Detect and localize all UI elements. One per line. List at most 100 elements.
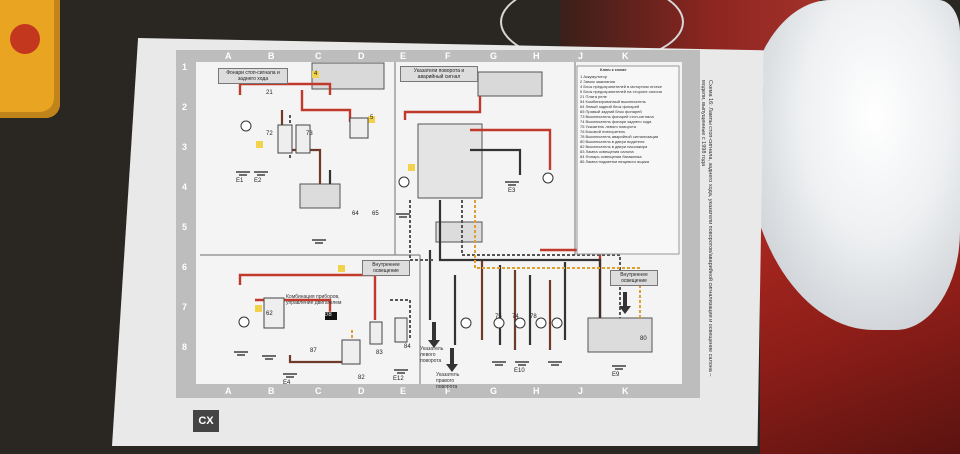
ground-label: E12 (393, 376, 404, 382)
component-label: 80 (640, 336, 647, 342)
row-label: 2 (182, 102, 188, 112)
fuse-tag (255, 305, 262, 312)
switch (295, 124, 311, 154)
wire-red (238, 82, 332, 95)
column-label: F (445, 51, 451, 61)
diagram-caption: Схема 16: Лампы стоп-сигнала, заднего хо… (700, 80, 713, 377)
relay-board (417, 123, 483, 199)
lamp (238, 316, 250, 328)
column-label: K (622, 51, 629, 61)
column-label: H (533, 51, 540, 61)
component-label: 87 (310, 348, 317, 354)
wire-red (403, 96, 482, 120)
wire-red (470, 128, 552, 170)
component-label: 75 (495, 314, 502, 320)
column-label: A (225, 386, 232, 396)
wire-red (300, 90, 352, 122)
row-label: 3 (182, 142, 188, 152)
column-label: D (358, 51, 365, 61)
column-label: J (578, 51, 584, 61)
legend-box (576, 65, 680, 255)
connector-block (435, 221, 483, 243)
row-label: 8 (182, 342, 188, 352)
panel-title-interior-right: Внутреннее освещение (610, 270, 658, 286)
ground-label: E2 (254, 178, 262, 184)
switch (277, 124, 293, 154)
wire-dashed (461, 200, 621, 318)
wire-dark (438, 200, 602, 318)
fuse-tag (312, 71, 319, 78)
row-label: 7 (182, 302, 188, 312)
column-label: E (400, 51, 407, 61)
row-label: 4 (182, 182, 188, 192)
lamp (398, 176, 410, 188)
ground-label: E1 (236, 178, 244, 184)
switch (394, 317, 408, 343)
panel-title-brake: Фонари стоп-сигнала и заднего хода (218, 68, 288, 84)
ground-label: E3 (508, 188, 516, 194)
note-right-turn: Указатель правого поворота (436, 372, 460, 390)
arrow-interior (619, 292, 631, 314)
component-label: 74 (512, 314, 519, 320)
row-label: 6 (182, 262, 188, 272)
wire-dashed (390, 299, 411, 340)
note-instrument: Комбинация приборов, управление двигател… (286, 294, 342, 306)
arrow-right-turn (446, 348, 458, 372)
column-label: C (315, 51, 322, 61)
fuse-tag (338, 265, 345, 272)
row-label: 1 (182, 62, 188, 72)
wire-brown (288, 340, 352, 364)
switch (369, 321, 383, 345)
column-label: B (268, 386, 275, 396)
column-label: J (578, 386, 584, 396)
panel-title-turn: Указатели поворота и аварийный сигнал (400, 66, 478, 82)
lamp (460, 317, 472, 329)
component-label: 62 (266, 311, 273, 317)
lamp (514, 317, 526, 329)
switch (341, 339, 361, 365)
component-label: 12/8 (320, 312, 332, 318)
lamp (493, 317, 505, 329)
column-label: B (268, 51, 275, 61)
ground-label: E10 (514, 368, 525, 374)
wire-dashed (474, 200, 641, 318)
component-label: 5 (370, 115, 374, 121)
component-label: 83 (376, 350, 383, 356)
column-label: H (533, 386, 540, 396)
relay (349, 117, 369, 139)
ground-symbol (234, 171, 626, 378)
wire-red (238, 273, 377, 320)
fuse-tag (368, 116, 375, 123)
column-label: A (225, 51, 232, 61)
fuse-tag (256, 141, 263, 148)
lamp (535, 317, 547, 329)
fuse-box (477, 71, 543, 97)
column-label: F (445, 386, 451, 396)
component-label: 84 (404, 344, 411, 350)
legend-list: 1 Аккумулятор 2 Замок зажигания 4 Блок п… (580, 74, 662, 164)
wire-dark (470, 148, 522, 175)
arrow-left-turn (428, 322, 440, 348)
component-label: 21 (266, 90, 273, 96)
edge-tab: CX (193, 410, 219, 432)
component-label: 4 (314, 71, 318, 77)
wire-dashed (409, 200, 435, 261)
row-label: 5 (182, 222, 188, 232)
fuse-tag (325, 312, 337, 320)
column-label: G (490, 386, 498, 396)
column-label: E (400, 386, 407, 396)
lamp (551, 317, 563, 329)
component-label: 73 (306, 131, 313, 137)
column-label: C (315, 386, 322, 396)
column-label: K (622, 386, 629, 396)
lamp (542, 172, 554, 184)
multimeter (0, 0, 60, 118)
lamp (240, 120, 252, 132)
switch (263, 297, 285, 329)
ground-label: E4 (283, 380, 291, 386)
column-label: G (490, 51, 498, 61)
fuse-tag (408, 164, 415, 171)
note-left-turn: Указатель левого поворота (420, 346, 444, 364)
tail-lamp-block (299, 183, 341, 209)
